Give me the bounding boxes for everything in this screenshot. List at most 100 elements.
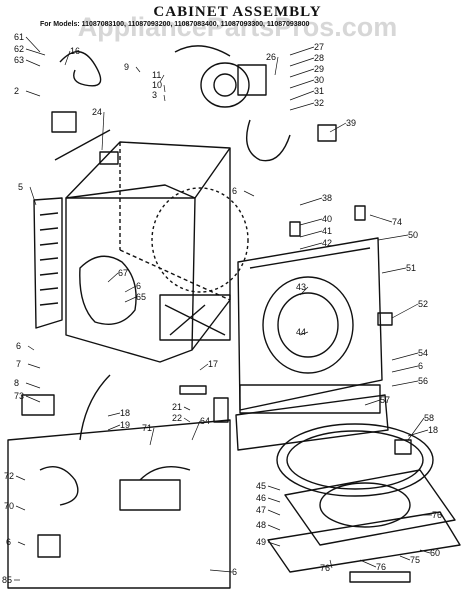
leader-line-9 — [135, 66, 141, 73]
callout-76: 76 — [432, 510, 442, 520]
callout-63: 63 — [14, 55, 24, 65]
callout-51: 51 — [406, 263, 416, 273]
cabinet-box — [65, 141, 249, 363]
leader-line-28 — [289, 57, 315, 67]
callout-6: 6 — [232, 186, 237, 196]
leader-line-6 — [17, 541, 26, 546]
leader-line-26 — [274, 56, 279, 76]
callout-57: 57 — [380, 395, 390, 405]
callout-61: 61 — [14, 32, 24, 42]
leader-line-41 — [299, 230, 323, 238]
callout-75: 75 — [410, 555, 420, 565]
callout-65: 65 — [136, 292, 146, 302]
callout-48: 48 — [256, 520, 266, 530]
leader-line-42 — [299, 242, 323, 250]
callout-45: 45 — [256, 481, 266, 491]
leader-line-5 — [29, 186, 37, 206]
leader-line-76 — [329, 559, 333, 569]
callout-5: 5 — [18, 182, 23, 192]
leader-line-6 — [209, 569, 233, 573]
leader-line-18 — [407, 429, 429, 437]
leader-line-47 — [267, 509, 281, 516]
callout-18: 18 — [120, 408, 130, 418]
callout-54: 54 — [418, 348, 428, 358]
callout-31: 31 — [314, 86, 324, 96]
leader-line-51 — [381, 267, 407, 274]
leader-line-52 — [391, 303, 419, 319]
leader-line-73 — [25, 395, 41, 403]
callout-18: 18 — [428, 425, 438, 435]
callout-28: 28 — [314, 53, 324, 63]
callout-74: 74 — [392, 217, 402, 227]
leader-line-44 — [299, 331, 309, 336]
callout-49: 49 — [256, 537, 266, 547]
callout-42: 42 — [322, 238, 332, 248]
leader-line-76 — [359, 559, 377, 568]
leader-line-29 — [289, 68, 315, 78]
leader-line-58 — [407, 417, 425, 441]
callout-29: 29 — [314, 64, 324, 74]
callout-17: 17 — [208, 359, 218, 369]
leader-line-16 — [64, 50, 71, 66]
callout-2: 2 — [14, 86, 19, 96]
side-panel — [33, 197, 63, 329]
callout-30: 30 — [314, 75, 324, 85]
leader-line-6 — [243, 190, 255, 197]
leader-line-65 — [124, 296, 137, 303]
leader-line-49 — [267, 541, 281, 547]
diagram-title: CABINET ASSEMBLY — [153, 4, 322, 20]
callout-62: 62 — [14, 44, 24, 54]
leader-line-71 — [149, 427, 155, 446]
callout-32: 32 — [314, 98, 324, 108]
callout-6: 6 — [418, 361, 423, 371]
callout-47: 47 — [256, 505, 266, 515]
leader-line-63 — [25, 59, 41, 67]
callout-64: 64 — [200, 416, 210, 426]
leader-line-38 — [299, 197, 323, 206]
callout-22: 22 — [172, 413, 182, 423]
callout-43: 43 — [296, 282, 306, 292]
leader-line-61 — [25, 36, 41, 53]
leader-line-54 — [391, 352, 419, 361]
callout-24: 24 — [92, 107, 102, 117]
callout-50: 50 — [408, 230, 418, 240]
leader-line-8 — [25, 382, 41, 389]
callout-41: 41 — [322, 226, 332, 236]
callout-10: 10 — [152, 80, 162, 90]
leader-line-11 — [159, 74, 165, 83]
callout-6: 6 — [16, 341, 21, 351]
callout-40: 40 — [322, 214, 332, 224]
callout-44: 44 — [296, 327, 306, 337]
callout-38: 38 — [322, 193, 332, 203]
leader-line-2 — [25, 90, 41, 97]
leader-line-62 — [25, 48, 46, 56]
callout-72: 72 — [4, 471, 14, 481]
leader-line-74 — [369, 214, 393, 223]
leader-line-70 — [15, 505, 26, 511]
leader-line-30 — [289, 79, 315, 89]
watermark: AppliancePartsPros.com — [77, 12, 398, 42]
leader-line-22 — [183, 417, 191, 423]
callout-19: 19 — [120, 420, 130, 430]
callout-3: 3 — [152, 90, 157, 100]
leader-line-48 — [267, 524, 281, 531]
leader-line-21 — [183, 406, 191, 411]
callout-70: 70 — [4, 501, 14, 511]
callout-8: 8 — [14, 378, 19, 388]
callout-7: 7 — [16, 359, 21, 369]
door — [267, 469, 461, 583]
callout-26: 26 — [266, 52, 276, 62]
leader-line-39 — [329, 122, 347, 133]
leader-line-6 — [391, 365, 419, 373]
leader-line-10 — [163, 84, 166, 93]
leader-line-43 — [299, 286, 309, 296]
callout-60: 60 — [430, 548, 440, 558]
leader-line-18 — [107, 412, 121, 417]
leader-line-64 — [191, 420, 201, 441]
callout-85: 85 — [2, 575, 12, 585]
leader-line-57 — [364, 399, 381, 406]
callout-46: 46 — [256, 493, 266, 503]
